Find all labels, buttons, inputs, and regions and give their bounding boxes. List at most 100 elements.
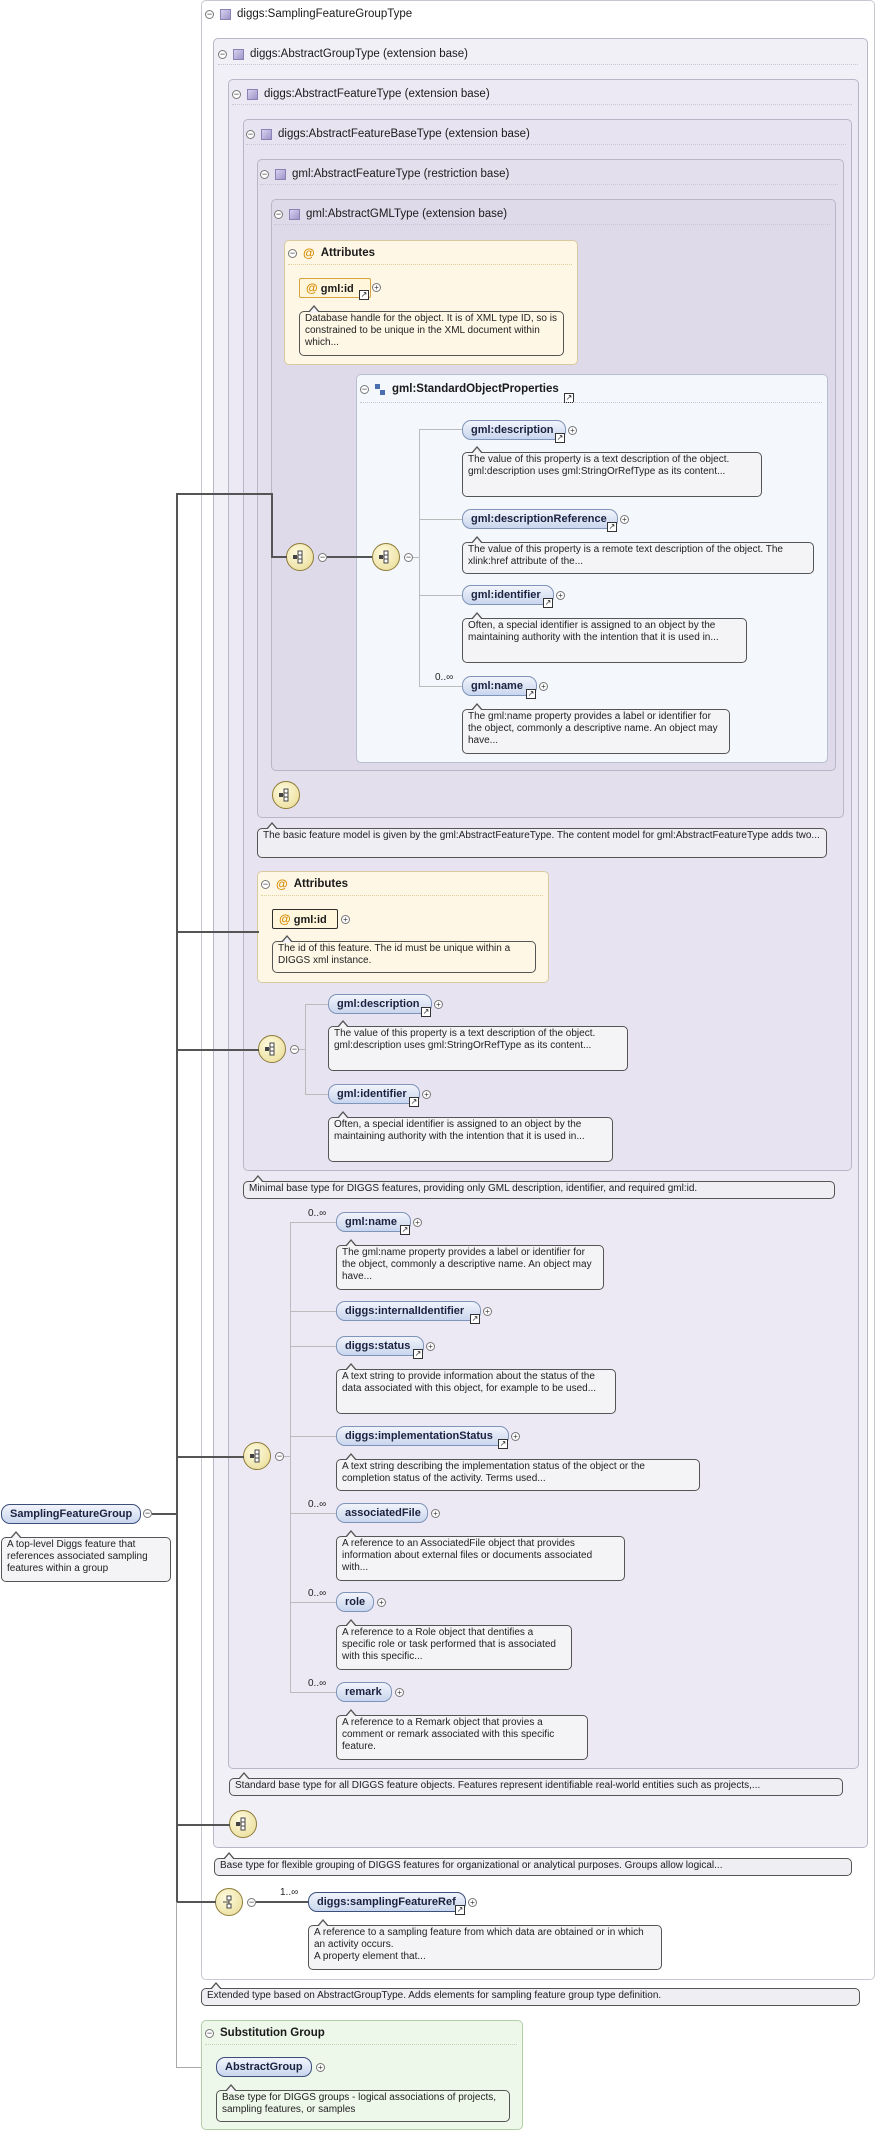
collapse-icon[interactable]: − (205, 8, 214, 19)
cardinality-label: 0..∞ (308, 1678, 327, 1689)
collapse-icon[interactable]: − (274, 208, 283, 219)
substitution-title: Substitution Group (220, 2027, 325, 2039)
sequence-compositor-icon[interactable] (258, 1035, 286, 1063)
sequence-compositor-icon[interactable] (372, 543, 400, 571)
sop-description-reference-element[interactable]: gml:descriptionReference (462, 509, 618, 529)
link-arrow-icon[interactable]: ↗ (421, 1007, 431, 1017)
gml-abstract-gml-type-header[interactable]: − gml:AbstractGMLType (extension base) (274, 205, 507, 223)
feature-gml-name-element[interactable]: gml:name (336, 1212, 411, 1232)
expand-icon[interactable]: + (483, 1307, 492, 1316)
feature-type-doc: Standard base type for all DIGGS feature… (229, 1772, 843, 1796)
expand-icon[interactable]: + (511, 1432, 520, 1441)
expand-icon[interactable]: + (434, 1000, 443, 1009)
abstract-feature-type-header[interactable]: − diggs:AbstractFeatureType (extension b… (232, 85, 490, 103)
sequence-compositor-icon[interactable] (229, 1810, 257, 1838)
collapse-icon[interactable]: − (290, 1044, 299, 1054)
collapse-icon[interactable]: − (261, 878, 270, 889)
root-element[interactable]: SamplingFeatureGroup (1, 1504, 141, 1524)
link-arrow-icon[interactable]: ↗ (413, 1349, 423, 1359)
type-label: diggs:AbstractFeatureType (extension bas… (264, 88, 490, 100)
substitution-group-header[interactable]: − Substitution Group (205, 2024, 325, 2042)
abstract-group-element[interactable]: AbstractGroup (216, 2057, 312, 2077)
group-type-doc: Base type for flexible grouping of DIGGS… (214, 1852, 852, 1876)
expand-icon[interactable]: + (422, 1090, 431, 1099)
choice-compositor-icon[interactable] (215, 1888, 243, 1916)
sampling-feature-group-type-header[interactable]: − diggs:SamplingFeatureGroupType (205, 5, 412, 23)
sop-name-element[interactable]: gml:name (462, 676, 537, 696)
collapse-icon[interactable]: − (218, 48, 227, 59)
base-attributes-header[interactable]: − @ Attributes (261, 875, 348, 893)
type-label: diggs:AbstractFeatureBaseType (extension… (278, 128, 530, 140)
sop-description-element[interactable]: gml:description (462, 420, 566, 440)
collapse-icon[interactable]: − (246, 128, 255, 139)
sop-identifier-element[interactable]: gml:identifier (462, 585, 554, 605)
internal-identifier-element[interactable]: diggs:internalIdentifier (336, 1301, 481, 1321)
expand-icon[interactable]: + (316, 2063, 325, 2072)
collapse-icon[interactable]: − (404, 552, 413, 562)
expand-icon[interactable]: + (568, 426, 577, 435)
expand-icon[interactable]: + (620, 515, 629, 524)
collapse-icon[interactable]: − (318, 552, 327, 562)
sequence-compositor-icon[interactable] (272, 781, 300, 809)
complex-type-icon (261, 128, 272, 140)
link-arrow-icon[interactable]: ↗ (409, 1097, 419, 1107)
expand-icon[interactable]: + (395, 1688, 404, 1697)
role-element[interactable]: role (336, 1592, 374, 1612)
collapse-icon[interactable]: − (247, 1897, 256, 1907)
expand-icon[interactable]: + (341, 915, 350, 924)
expand-icon[interactable]: + (377, 1598, 386, 1607)
complex-type-icon (220, 8, 231, 20)
link-arrow-icon[interactable]: ↗ (555, 433, 565, 443)
link-arrow-icon[interactable]: ↗ (455, 1905, 465, 1915)
expand-icon[interactable]: + (556, 591, 565, 600)
type-label: gml:AbstractFeatureType (restriction bas… (292, 168, 510, 180)
type-label: diggs:SamplingFeatureGroupType (237, 8, 413, 20)
collapse-icon[interactable]: − (288, 247, 297, 258)
attribute-label: gml:id (320, 283, 354, 295)
remark-element[interactable]: remark (336, 1682, 392, 1702)
collapse-icon[interactable]: − (260, 168, 269, 179)
collapse-icon[interactable]: − (143, 1508, 152, 1518)
base-gml-id-attribute[interactable]: @ gml:id (272, 909, 338, 929)
collapse-icon[interactable]: − (275, 1451, 284, 1461)
link-arrow-icon[interactable]: ↗ (526, 689, 536, 699)
expand-icon[interactable]: + (431, 1509, 440, 1518)
expand-icon[interactable]: + (372, 283, 381, 292)
gml-id-attribute[interactable]: @ gml:id (299, 278, 371, 298)
standard-object-properties-header[interactable]: − gml:StandardObjectProperties (360, 380, 559, 398)
complex-type-icon (247, 88, 258, 100)
abstract-group-doc: Base type for DIGGS groups - logical ass… (216, 2084, 510, 2122)
sequence-compositor-icon[interactable] (243, 1442, 271, 1470)
cardinality-label: 0..∞ (435, 672, 454, 683)
base-description-element[interactable]: gml:description (328, 994, 432, 1014)
expand-icon[interactable]: + (539, 682, 548, 691)
implementation-status-element[interactable]: diggs:implementationStatus (336, 1426, 509, 1446)
base-identifier-element[interactable]: gml:identifier (328, 1084, 420, 1104)
complex-type-icon (289, 208, 300, 220)
abstract-feature-base-type-header[interactable]: − diggs:AbstractFeatureBaseType (extensi… (246, 125, 530, 143)
expand-icon[interactable]: + (426, 1342, 435, 1351)
link-arrow-icon[interactable]: ↗ (498, 1439, 508, 1449)
sequence-compositor-icon[interactable] (286, 543, 314, 571)
associated-file-element[interactable]: associatedFile (336, 1503, 428, 1523)
complex-type-icon (275, 168, 286, 180)
base-description-doc: The value of this property is a text des… (328, 1020, 628, 1071)
sampling-feature-ref-element[interactable]: diggs:samplingFeatureRef (308, 1892, 466, 1912)
link-arrow-icon[interactable]: ↗ (400, 1225, 410, 1235)
link-arrow-icon[interactable]: ↗ (543, 598, 553, 608)
sop-description-reference-doc: The value of this property is a remote t… (462, 536, 814, 574)
status-element[interactable]: diggs:status (336, 1336, 424, 1356)
expand-icon[interactable]: + (413, 1218, 422, 1227)
link-arrow-icon[interactable]: ↗ (607, 522, 617, 532)
collapse-icon[interactable]: − (205, 2027, 214, 2038)
link-arrow-icon[interactable]: ↗ (359, 290, 369, 300)
collapse-icon[interactable]: − (232, 88, 241, 99)
collapse-icon[interactable]: − (360, 383, 369, 394)
link-arrow-icon[interactable]: ↗ (470, 1314, 480, 1324)
abstract-group-type-header[interactable]: − diggs:AbstractGroupType (extension bas… (218, 45, 468, 63)
gml-attributes-header[interactable]: − @ Attributes (288, 244, 375, 262)
expand-icon[interactable]: + (468, 1898, 477, 1907)
attributes-title: Attributes (293, 878, 349, 890)
associated-file-doc: A reference to an AssociatedFile object … (336, 1530, 625, 1581)
gml-abstract-feature-type-header[interactable]: − gml:AbstractFeatureType (restriction b… (260, 165, 509, 183)
